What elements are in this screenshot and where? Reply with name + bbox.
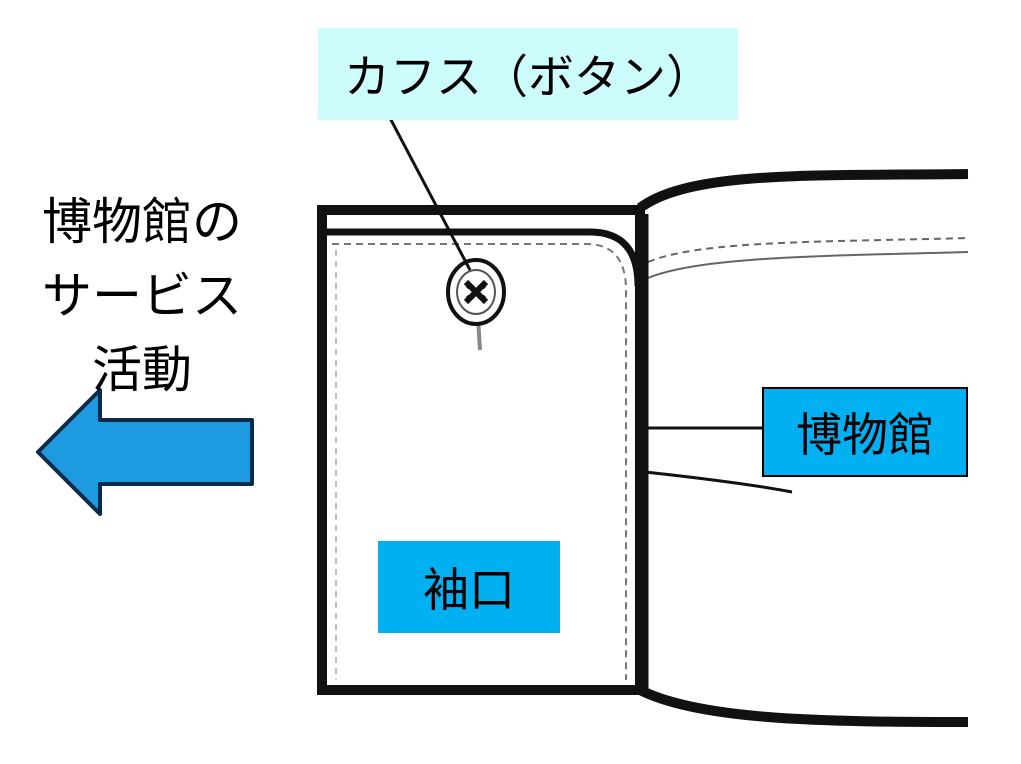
service-text-line: サービス bbox=[42, 267, 242, 325]
cufflink-leader-line bbox=[388, 117, 472, 271]
museum-label: 博物館 bbox=[762, 387, 968, 477]
sleeve bbox=[636, 169, 969, 727]
left-arrow-icon bbox=[36, 388, 254, 516]
cufflink-button-icon bbox=[446, 258, 506, 351]
cufflink-label: カフス（ボタン） bbox=[318, 28, 738, 120]
service-text-line: 活動 bbox=[92, 341, 192, 399]
service-text-line: 博物館の bbox=[42, 193, 242, 251]
cuff-label: 袖口 bbox=[378, 541, 560, 633]
museum-service-activities-text: 博物館の サービス 活動 bbox=[18, 185, 266, 407]
